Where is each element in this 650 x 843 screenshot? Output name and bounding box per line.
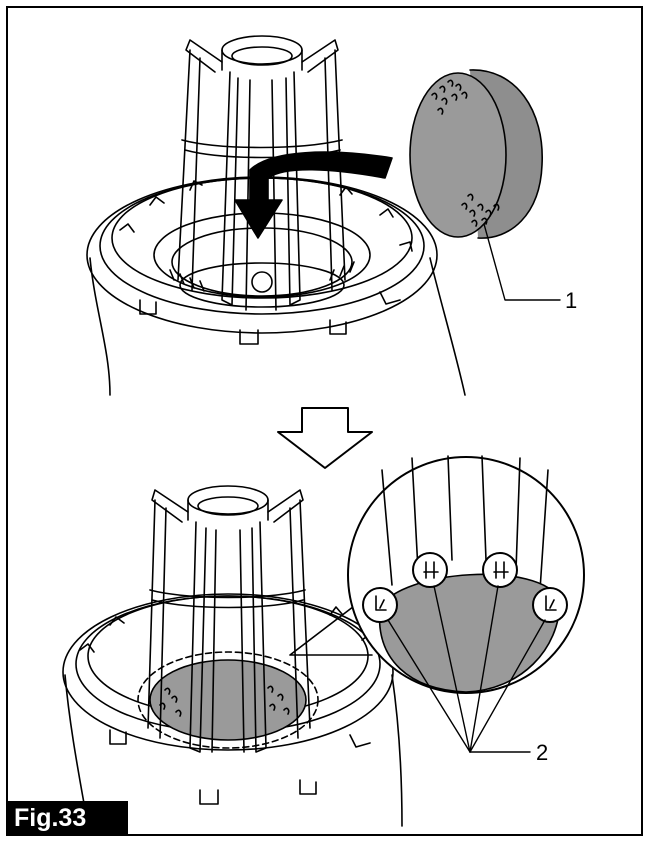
down-transition-arrow — [277, 407, 373, 469]
leader-line-1 — [483, 223, 561, 301]
curved-insert-arrow — [234, 151, 393, 239]
leader-lines-2 — [387, 585, 546, 753]
installed-filter-pad — [137, 651, 319, 749]
detail-magnifier — [289, 455, 585, 694]
figure-label: Fig.33 — [6, 801, 128, 836]
filter-pad-disc — [409, 69, 543, 239]
bottom-filter-cage — [147, 485, 311, 753]
callout-number-1: 1 — [565, 288, 578, 313]
callout-number-2: 2 — [536, 740, 549, 765]
